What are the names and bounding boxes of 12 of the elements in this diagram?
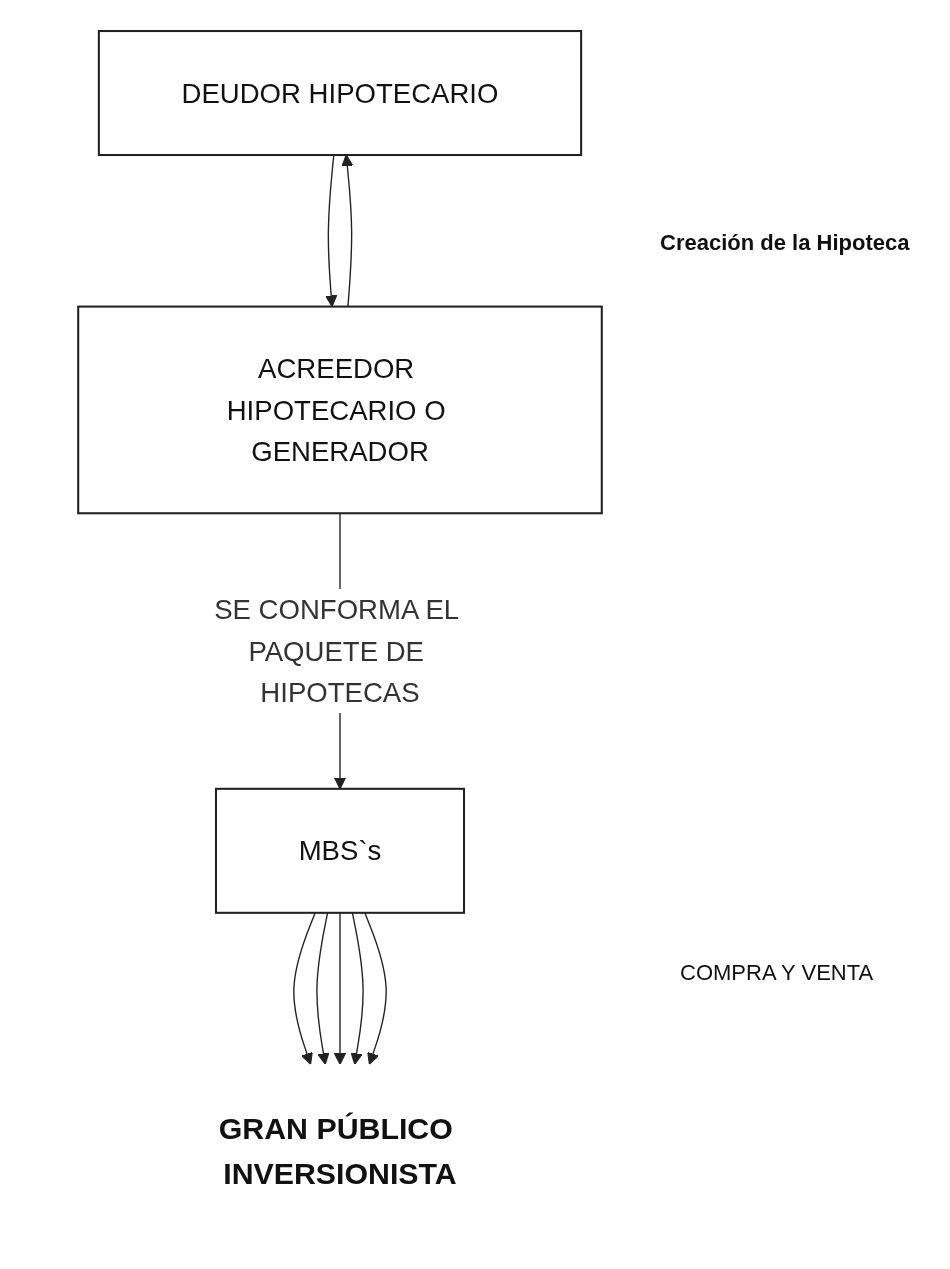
node-box: ACREEDOR HIPOTECARIO O GENERADOR: [77, 305, 603, 515]
edge-label: SE CONFORMA EL PAQUETE DE HIPOTECAS: [214, 594, 459, 708]
arrow: [316, 912, 330, 1065]
node-text: GRAN PÚBLICO INVERSIONISTA: [218, 1111, 457, 1192]
arrow: [333, 912, 347, 1065]
node-box: MBS`s: [214, 787, 466, 914]
arrow: [350, 912, 364, 1065]
arrow: [364, 912, 387, 1065]
annotation-text: Creación de la Hipoteca: [660, 230, 910, 256]
node-box: DEUDOR HIPOTECARIO: [97, 30, 583, 157]
note-text: COMPRA Y VENTA: [680, 960, 874, 986]
arrow: [293, 912, 316, 1065]
